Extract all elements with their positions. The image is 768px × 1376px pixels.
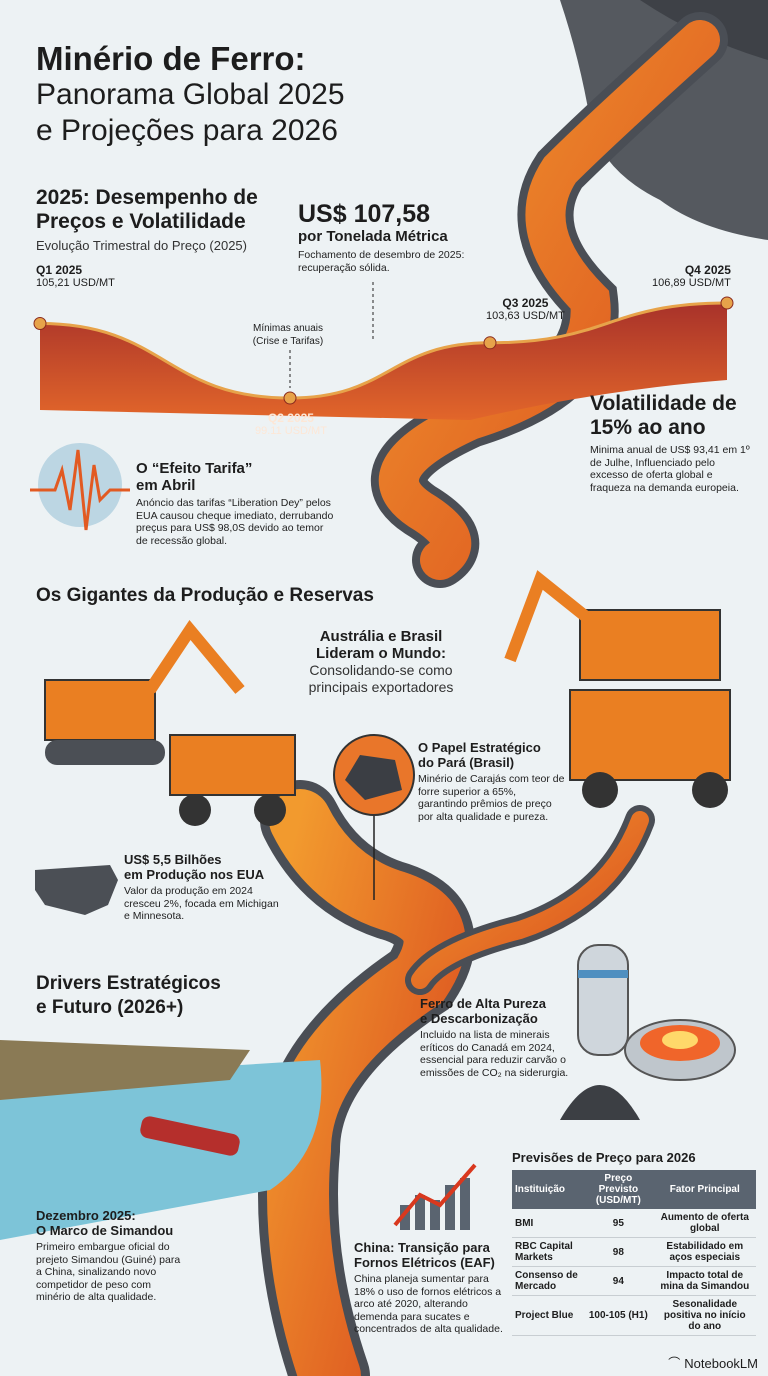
para-heading: do Pará (Brasil) bbox=[418, 755, 515, 770]
simandou-text: Primeiro embargue oficial do prejeto Sim… bbox=[36, 1241, 181, 1303]
column-header: Instituição bbox=[512, 1170, 584, 1209]
volatility-heading: Volatilidade de bbox=[590, 392, 737, 415]
forecast-table: Instituição Preço Previsto (USD/MT) Fato… bbox=[512, 1170, 756, 1336]
q4-value: 106,89 USD/MT bbox=[652, 277, 731, 289]
china-text: China planeja sumentar para 18% o uso de… bbox=[354, 1273, 503, 1335]
main-title: Minério de Ferro: Panorama Global 2025 e… bbox=[36, 40, 345, 149]
table-cell: 100-105 (H1) bbox=[583, 1295, 654, 1336]
furnace-illustration bbox=[560, 944, 736, 1120]
table-cell: Impacto total de mina da Simandou bbox=[653, 1266, 756, 1296]
q2-value: 99.11 USD/MT bbox=[255, 425, 327, 437]
q3-value: 103,63 USD/MT bbox=[486, 310, 565, 322]
usa-heading: US$ 5,5 Bilhões bbox=[124, 852, 222, 867]
q1-value: 105,21 USD/MT bbox=[36, 277, 115, 289]
tariff-text: Anóncio das tarifas “Liberation Dey” pel… bbox=[136, 497, 334, 547]
forecast-table-section: Previsões de Preço para 2026 Instituição… bbox=[512, 1150, 756, 1336]
notebooklm-icon: ⌒ bbox=[668, 1356, 681, 1370]
tariff-heading: O “Efeito Tarifa” bbox=[136, 460, 253, 477]
table-cell: Estabilidado em aços especiais bbox=[653, 1237, 756, 1267]
purity-text: Incluido na lista de minerais eríticos d… bbox=[420, 1029, 569, 1079]
data-point-4 bbox=[720, 296, 734, 310]
forecast-title: Previsões de Preço para 2026 bbox=[512, 1150, 696, 1165]
highlight-note: Fochamento de desembro de 2025: recupera… bbox=[298, 249, 465, 274]
section-heading: Drivers Estratégicos bbox=[36, 973, 221, 994]
brand-logo: ⌒ NotebookLM bbox=[668, 1356, 758, 1371]
volatility-text: Minima anual de US$ 93,41 em 1º de Julhe… bbox=[590, 444, 750, 494]
title-line1: Minério de Ferro: bbox=[36, 40, 306, 77]
brand-name: NotebookLM bbox=[684, 1356, 758, 1371]
title-line3: e Projeções para 2026 bbox=[36, 114, 338, 147]
purity-heading: Ferro de Alta Pureza bbox=[420, 996, 546, 1011]
table-cell: BMI bbox=[512, 1209, 584, 1238]
title-line2: Panorama Global 2025 bbox=[36, 78, 345, 111]
table-cell: 94 bbox=[583, 1266, 654, 1296]
table-cell: Consenso de Mercado bbox=[512, 1266, 584, 1296]
purity-heading: e Descarbonização bbox=[420, 1011, 538, 1026]
excavator-truck-right bbox=[504, 570, 731, 808]
leaders-text: Consolidando-se como principais exportad… bbox=[308, 662, 454, 695]
table-cell: Sesonalidade positiva no início do ano bbox=[653, 1295, 756, 1336]
china-heading: China: Transição para bbox=[354, 1240, 490, 1255]
price-line bbox=[39, 301, 728, 400]
growth-chart-icon bbox=[393, 1163, 477, 1230]
data-point-3 bbox=[483, 336, 497, 350]
para-heading: O Papel Estratégico bbox=[418, 740, 541, 755]
highlight-price: US$ 107,58 bbox=[298, 200, 431, 228]
chart-subtitle: Evolução Trimestral do Preço (2025) bbox=[36, 238, 247, 253]
usa-text: Valor da produção em 2024 cresceu 2%, fo… bbox=[124, 885, 279, 922]
simandou-heading: O Marco de Simandou bbox=[36, 1223, 174, 1238]
ship-illustration bbox=[140, 1116, 240, 1156]
price-area-chart bbox=[33, 282, 734, 420]
section-heading: Os Gigantes da Produção e Reservas bbox=[36, 585, 374, 606]
table-cell: 95 bbox=[583, 1209, 654, 1238]
leaders-heading: Austrália e Brasil bbox=[319, 628, 443, 645]
volatility-heading: 15% ao ano bbox=[590, 416, 706, 439]
table-cell: 98 bbox=[583, 1237, 654, 1267]
annual-minimum-annotation: Mínimas anuais (Crise e Tarifas) bbox=[252, 323, 324, 347]
q3-category: Q3 2025 bbox=[502, 296, 549, 310]
data-point-1 bbox=[33, 317, 47, 331]
column-header: Preço Previsto (USD/MT) bbox=[583, 1170, 654, 1209]
q4-category: Q4 2025 bbox=[684, 263, 731, 277]
china-heading: Fornos Elétricos (EAF) bbox=[354, 1255, 495, 1270]
q2-category: Q2 2025 bbox=[267, 411, 314, 425]
table-cell: RBC Capital Markets bbox=[512, 1237, 584, 1267]
para-text: Minério de Carajás com teor de forre sup… bbox=[418, 773, 565, 823]
tariff-heading: em Abril bbox=[136, 477, 196, 494]
section-heading: Preços e Volatilidade bbox=[36, 210, 246, 233]
table-cell: Aumento de oferta global bbox=[653, 1209, 756, 1238]
column-header: Fator Principal bbox=[653, 1170, 756, 1209]
excavator-truck-left bbox=[44, 619, 296, 826]
usa-heading: em Produção nos EUA bbox=[124, 867, 265, 882]
q1-category: Q1 2025 bbox=[36, 263, 83, 277]
data-point-2 bbox=[283, 391, 297, 405]
leaders-heading: Lideram o Mundo: bbox=[316, 645, 446, 662]
price-area bbox=[40, 303, 727, 420]
simandou-heading: Dezembro 2025: bbox=[36, 1208, 136, 1223]
port-water bbox=[0, 1060, 322, 1240]
table-cell: Project Blue bbox=[512, 1295, 584, 1336]
highlight-unit: por Tonelada Métrica bbox=[298, 228, 448, 245]
section-heading: 2025: Desempenho de bbox=[36, 186, 258, 209]
section-heading: e Futuro (2026+) bbox=[36, 997, 184, 1018]
usa-map-icon bbox=[35, 865, 118, 915]
